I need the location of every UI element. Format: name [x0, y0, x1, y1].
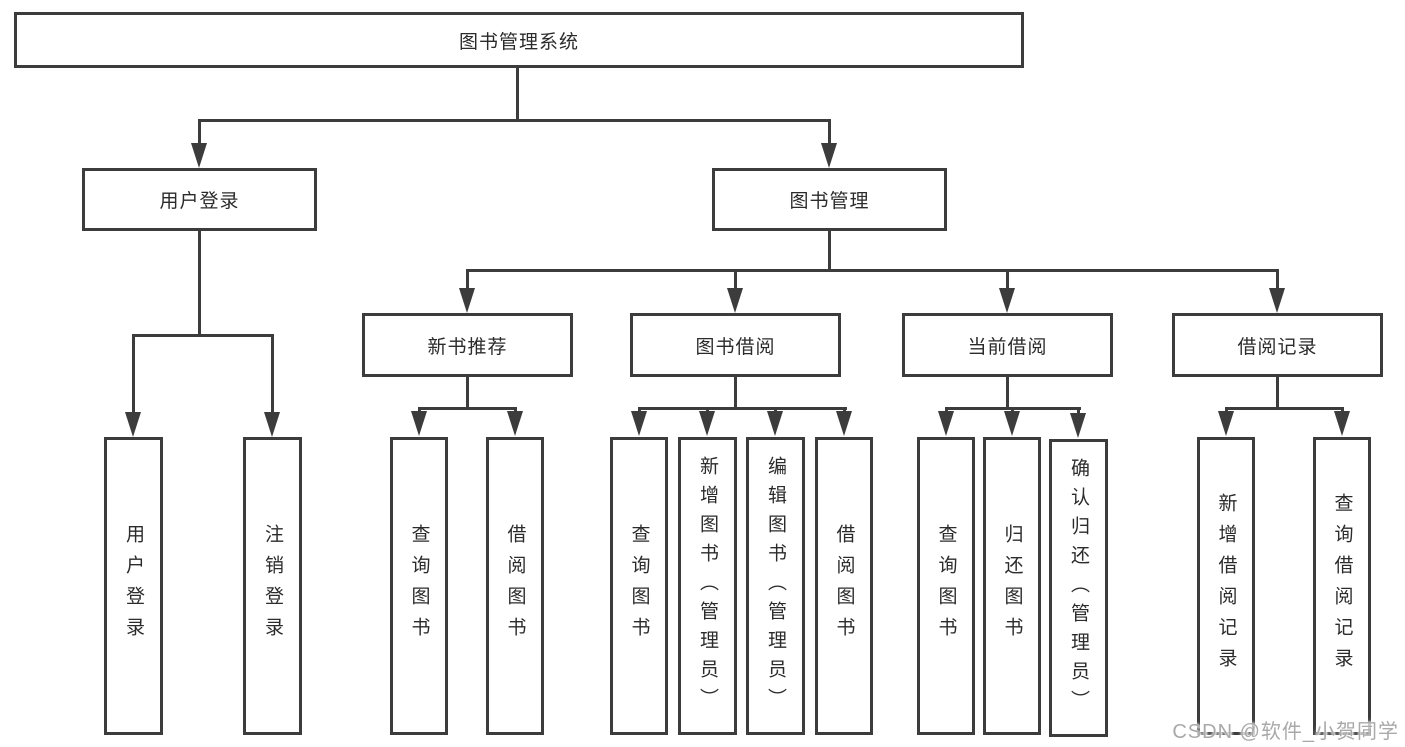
- arrow-into-leaf: [1004, 411, 1020, 436]
- leaf-borrow-books-borrowing-label: 借阅图书: [833, 524, 855, 648]
- connector-borrowing-records-stem: [1276, 377, 1279, 410]
- node-library-system: 图书管理系统: [14, 12, 1024, 68]
- leaf-search-books-current-label: 查询图书: [935, 524, 957, 648]
- arrow-into-leaf-logout: [264, 412, 280, 437]
- arrow-into-leaf: [699, 411, 715, 436]
- leaf-logout-label: 注销登录: [262, 524, 283, 648]
- leaf-search-books-current: 查询图书: [917, 437, 975, 735]
- connector-book-borrowing-stem: [734, 377, 737, 410]
- leaf-edit-books-admin: 编辑图书（管理员）: [746, 437, 805, 735]
- leaf-search-books-borrowing-label: 查询图书: [628, 524, 650, 648]
- connector-user-login-rail: [132, 334, 274, 337]
- node-book-management-label: 图书管理: [789, 191, 870, 212]
- connector-drop-user-login: [198, 119, 201, 147]
- arrow-into-current-borrowing: [999, 288, 1015, 313]
- arrow-into-leaf: [1070, 413, 1086, 438]
- arrow-into-user-login: [191, 143, 207, 168]
- connector-new-book-rail: [418, 407, 517, 410]
- node-borrowing-records-label: 借阅记录: [1237, 336, 1318, 358]
- connector-level3-rail: [466, 269, 1279, 272]
- leaf-user-login: 用户登录: [104, 437, 163, 735]
- leaf-add-borrow-record: 新增借阅记录: [1197, 437, 1255, 735]
- leaf-search-borrow-record: 查询借阅记录: [1313, 437, 1371, 735]
- connector-level1-rail: [198, 119, 831, 122]
- connector-drop: [1077, 407, 1080, 416]
- connector-drop-current-borrowing: [1006, 269, 1009, 293]
- leaf-add-books-admin: 新增图书（管理员）: [678, 437, 737, 735]
- connector-drop-leaf-user-login: [132, 334, 135, 416]
- arrow-into-book-borrowing: [727, 288, 743, 313]
- arrow-into-leaf: [1218, 411, 1234, 436]
- arrow-into-borrowing-records: [1269, 288, 1285, 313]
- node-new-book-recommend-label: 新书推荐: [427, 336, 508, 358]
- arrow-into-leaf-user-login: [125, 412, 141, 437]
- node-current-borrowing: 当前借阅: [902, 313, 1113, 377]
- node-book-management: 图书管理: [712, 168, 947, 231]
- arrow-into-leaf: [631, 411, 647, 436]
- leaf-search-books-borrowing: 查询图书: [610, 437, 668, 735]
- connector-current-borrowing-stem: [1006, 377, 1009, 410]
- node-book-borrowing: 图书借阅: [630, 313, 841, 377]
- leaf-edit-books-admin-label: 编辑图书（管理员）: [765, 455, 786, 717]
- leaf-borrow-books-recommend-label: 借阅图书: [504, 524, 526, 648]
- leaf-return-books-label: 归还图书: [1001, 524, 1023, 648]
- connector-drop-borrowing-records: [1276, 269, 1279, 293]
- leaf-return-books: 归还图书: [983, 437, 1041, 735]
- node-current-borrowing-label: 当前借阅: [967, 336, 1048, 358]
- arrow-into-leaf: [507, 411, 523, 436]
- leaf-search-books-recommend-label: 查询图书: [408, 524, 430, 648]
- connector-new-book-stem: [466, 377, 469, 410]
- arrow-into-leaf: [836, 411, 852, 436]
- arrow-into-new-book: [459, 288, 475, 313]
- csdn-watermark: CSDN @软件_小贺同学: [1172, 721, 1399, 743]
- arrow-into-book-mgmt: [821, 143, 837, 168]
- connector-user-login-stem: [198, 231, 201, 337]
- leaf-confirm-return-admin-label: 确认归还（管理员）: [1068, 457, 1089, 719]
- arrow-into-leaf: [411, 411, 427, 436]
- leaf-borrow-books-borrowing: 借阅图书: [815, 437, 873, 735]
- node-new-book-recommend: 新书推荐: [362, 313, 573, 377]
- connector-drop-book-mgmt: [828, 119, 831, 147]
- leaf-confirm-return-admin: 确认归还（管理员）: [1049, 439, 1108, 737]
- node-library-system-label: 图书管理系统: [458, 31, 579, 53]
- connector-borrowing-records-rail: [1225, 407, 1344, 410]
- connector-book-mgmt-stem: [828, 231, 831, 272]
- node-user-login: 用户登录: [82, 168, 317, 231]
- connector-drop-new-book: [466, 269, 469, 293]
- arrow-into-leaf: [938, 411, 954, 436]
- connector-drop-leaf-logout: [271, 334, 274, 416]
- leaf-add-books-admin-label: 新增图书（管理员）: [697, 455, 718, 717]
- leaf-borrow-books-recommend: 借阅图书: [486, 437, 544, 735]
- connector-root-stem: [516, 66, 519, 122]
- node-book-borrowing-label: 图书借阅: [695, 336, 776, 358]
- arrow-into-leaf: [1334, 411, 1350, 436]
- connector-book-borrowing-rail: [638, 407, 847, 410]
- node-user-login-label: 用户登录: [159, 191, 240, 212]
- leaf-search-borrow-record-label: 查询借阅记录: [1331, 493, 1353, 679]
- leaf-search-books-recommend: 查询图书: [390, 437, 448, 735]
- leaf-user-login-label: 用户登录: [123, 524, 144, 648]
- node-borrowing-records: 借阅记录: [1172, 313, 1383, 377]
- connector-drop-book-borrowing: [734, 269, 737, 293]
- leaf-logout: 注销登录: [243, 437, 302, 735]
- arrow-into-leaf: [767, 411, 783, 436]
- leaf-add-borrow-record-label: 新增借阅记录: [1215, 493, 1237, 679]
